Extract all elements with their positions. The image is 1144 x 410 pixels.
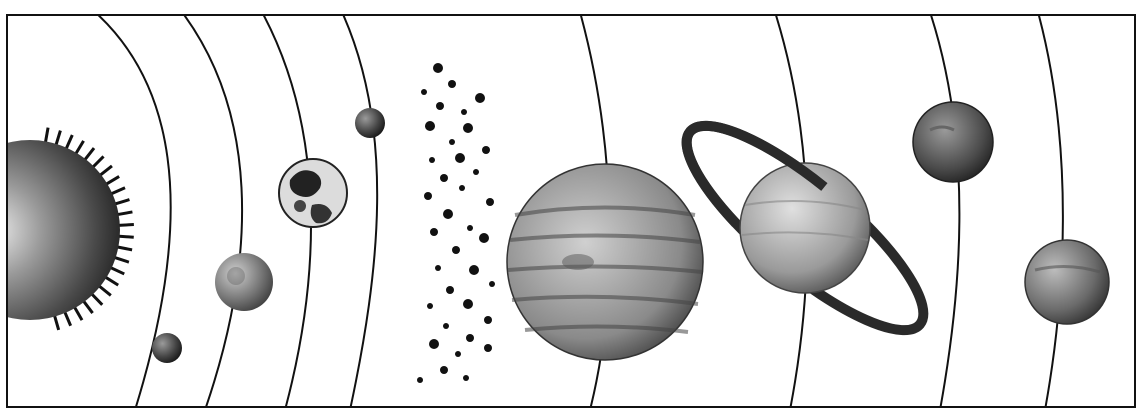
asteroid <box>448 80 456 88</box>
asteroid <box>455 351 461 357</box>
asteroid <box>455 153 465 163</box>
asteroid-belt <box>417 63 495 383</box>
asteroid <box>425 121 435 131</box>
mercury <box>152 333 182 363</box>
saturn <box>662 98 1059 358</box>
asteroid <box>427 303 433 309</box>
asteroid <box>430 228 438 236</box>
asteroid <box>449 139 455 145</box>
asteroid <box>452 246 460 254</box>
asteroid <box>459 185 465 191</box>
asteroid <box>484 316 492 324</box>
asteroid <box>424 192 432 200</box>
asteroid <box>440 174 448 182</box>
asteroid <box>486 198 494 206</box>
asteroid <box>433 63 443 73</box>
asteroid <box>475 93 485 103</box>
sun <box>0 128 134 330</box>
asteroid <box>446 286 454 294</box>
asteroid <box>435 265 441 271</box>
neptune <box>1025 240 1109 324</box>
asteroid <box>484 344 492 352</box>
jupiter <box>507 164 703 360</box>
mars <box>355 108 385 138</box>
asteroid <box>479 233 489 243</box>
asteroid <box>436 102 444 110</box>
asteroid <box>469 265 479 275</box>
asteroid <box>443 209 453 219</box>
asteroid <box>466 334 474 342</box>
asteroid <box>482 146 490 154</box>
asteroid <box>429 157 435 163</box>
asteroid <box>440 366 448 374</box>
asteroid <box>421 89 427 95</box>
earth <box>279 159 347 227</box>
asteroid <box>467 225 473 231</box>
asteroid <box>463 299 473 309</box>
asteroid <box>489 281 495 287</box>
venus <box>215 253 273 311</box>
uranus <box>913 102 993 182</box>
asteroid <box>463 123 473 133</box>
asteroid <box>443 323 449 329</box>
asteroid <box>463 375 469 381</box>
asteroid <box>461 109 467 115</box>
asteroid <box>417 377 423 383</box>
asteroid <box>473 169 479 175</box>
asteroid <box>429 339 439 349</box>
